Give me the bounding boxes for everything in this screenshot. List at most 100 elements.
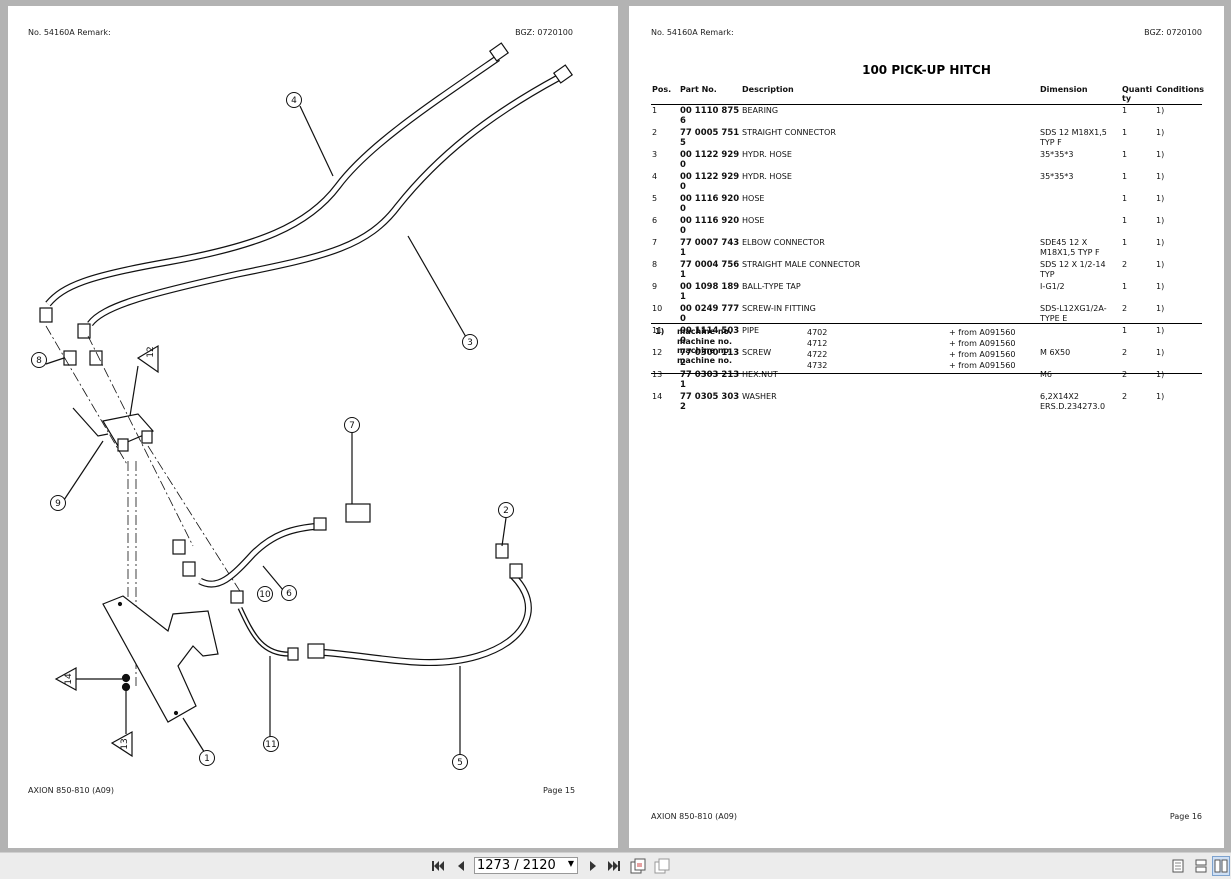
pos-cell: 13 — [652, 370, 663, 379]
quantity-cell: 1 — [1122, 106, 1128, 115]
parts-list-title: 100 PICK-UP HITCH — [862, 63, 991, 77]
conditions-cell: 1) — [1156, 150, 1165, 159]
part-number-cell: 77 0005 751 5 — [680, 128, 740, 148]
two-page-icon — [1214, 859, 1228, 873]
callout-label: 13 — [120, 738, 130, 749]
fit-width-button[interactable] — [652, 856, 672, 876]
part-number-cell: 77 0300 113 2 — [680, 348, 740, 368]
single-page-view-button[interactable] — [1170, 856, 1186, 876]
callout-label: 3 — [467, 338, 473, 348]
callout-9: 9 — [50, 495, 66, 511]
from-serial: + from A091560 — [949, 361, 1016, 370]
conditions-cell: 1) — [1156, 326, 1165, 335]
dimension-cell — [1039, 105, 1121, 128]
left-footer-model: AXION 850-810 (A09) — [28, 786, 114, 795]
dimension-cell — [1039, 193, 1121, 215]
dimension-cell: SDS 12 X 1/2-14 TYP — [1040, 260, 1106, 279]
from-serial: + from A091560 — [949, 328, 1016, 337]
quantity-cell: 1 — [1122, 128, 1128, 137]
dimension-cell: 35*35*3 — [1040, 172, 1074, 181]
description-cell: ELBOW CONNECTOR — [742, 238, 825, 247]
part-number-cell: 00 1122 929 0 — [680, 150, 740, 170]
quantity-cell: 1 — [1122, 238, 1128, 247]
quantity-cell: 1 — [1122, 194, 1128, 203]
remarks-labels: machine no. machine no. machine no. mach… — [677, 327, 732, 365]
fit-page-button[interactable] — [628, 856, 648, 876]
description-cell: HOSE — [742, 194, 765, 203]
conditions-cell: 1) — [1156, 348, 1165, 357]
last-page-button[interactable] — [606, 856, 622, 876]
last-page-icon — [608, 861, 620, 871]
col-quantity: Quanti ty — [1121, 84, 1155, 105]
callout-2: 2 — [498, 502, 514, 518]
chevron-down-icon[interactable]: ▼ — [567, 859, 574, 868]
quantity-cell: 1 — [1122, 216, 1128, 225]
description-cell: SCREW-IN FITTING — [742, 304, 816, 313]
description-cell: HYDR. HOSE — [742, 150, 792, 159]
first-page-button[interactable] — [430, 856, 446, 876]
quantity-cell: 2 — [1122, 348, 1128, 357]
pos-cell: 11 — [652, 326, 663, 335]
remarks-numbers: 4702 4712 4722 4732 — [807, 327, 827, 371]
parts-table: Pos. Part No. Description Dimension Quan… — [651, 84, 1204, 413]
callout-7: 7 — [344, 417, 360, 433]
part-number-cell: 77 0007 743 1 — [680, 238, 740, 258]
conditions-cell: 1) — [1156, 370, 1165, 379]
quantity-cell: 2 — [1122, 260, 1128, 269]
description-cell: STRAIGHT MALE CONNECTOR — [742, 260, 861, 269]
remarks-from: + from A091560 + from A091560 + from A09… — [949, 327, 1015, 371]
pos-cell: 4 — [652, 172, 658, 181]
conditions-cell: 1) — [1156, 304, 1165, 313]
previous-page-button[interactable] — [454, 856, 468, 876]
dimension-cell: 35*35*3 — [1040, 150, 1074, 159]
callout-label: 5 — [457, 758, 463, 768]
previous-page-icon — [458, 861, 464, 871]
left-footer-page: Page 15 — [543, 786, 576, 795]
callout-3: 3 — [462, 334, 478, 350]
parts-table-header: Pos. Part No. Description Dimension Quan… — [651, 84, 1204, 105]
quantity-cell: 2 — [1122, 370, 1128, 379]
machine-number: 4732 — [807, 361, 828, 370]
dimension-cell: I-G1/2 — [1040, 282, 1065, 291]
pos-cell: 5 — [652, 194, 658, 203]
pos-cell: 1 — [652, 106, 658, 115]
remarks-label: machine no. — [677, 336, 733, 346]
part-number-cell: 77 0305 303 2 — [680, 392, 740, 412]
right-footer-page: Page 16 — [1169, 812, 1202, 821]
dimension-cell: SDS 12 M18X1,5 TYP F — [1040, 128, 1107, 147]
part-number-cell: 77 0004 756 1 — [680, 260, 740, 280]
viewer-toolbar: 1273 / 2120 ▼ — [0, 852, 1231, 879]
callout-label: 12 — [146, 346, 156, 357]
continuous-view-button[interactable] — [1193, 856, 1209, 876]
conditions-cell: 1) — [1156, 282, 1165, 291]
conditions-cell: 1) — [1156, 194, 1165, 203]
description-cell: BEARING — [742, 106, 779, 115]
dimension-cell — [1039, 215, 1121, 237]
pos-cell: 2 — [652, 128, 658, 137]
pos-cell: 6 — [652, 216, 658, 225]
callout-label: 7 — [349, 421, 355, 431]
next-page-button[interactable] — [586, 856, 600, 876]
callout-5: 5 — [452, 754, 468, 770]
description-cell: PIPE — [742, 326, 760, 335]
machine-number: 4722 — [807, 350, 828, 359]
page-number-input[interactable]: 1273 / 2120 ▼ — [474, 857, 578, 874]
callout-label: 1 — [204, 754, 210, 764]
callout-label: 11 — [265, 740, 276, 750]
conditions-cell: 1) — [1156, 238, 1165, 247]
pos-cell: 14 — [652, 392, 663, 401]
conditions-cell: 1) — [1156, 128, 1165, 137]
two-page-view-button[interactable] — [1212, 856, 1230, 876]
col-part-no: Part No. — [679, 84, 741, 105]
callout-label: 6 — [286, 589, 292, 599]
from-serial: + from A091560 — [949, 350, 1016, 359]
description-cell: WASHER — [742, 392, 777, 401]
part-number-cell: 00 1116 920 0 — [680, 216, 740, 236]
